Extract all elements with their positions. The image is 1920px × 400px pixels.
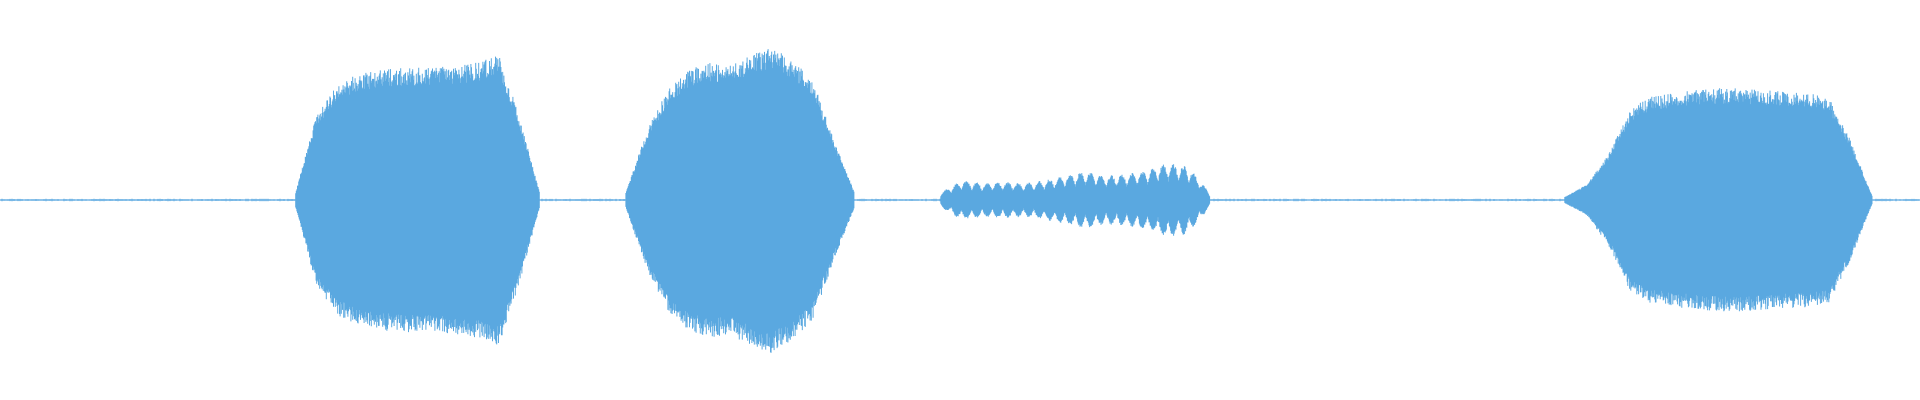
waveform-segment-1: [295, 56, 540, 345]
waveform-segment-4: [1564, 88, 1873, 312]
waveform-segment-2: [625, 49, 855, 353]
waveform-segment-3: [940, 164, 1211, 236]
waveform-segments: [0, 49, 1919, 353]
